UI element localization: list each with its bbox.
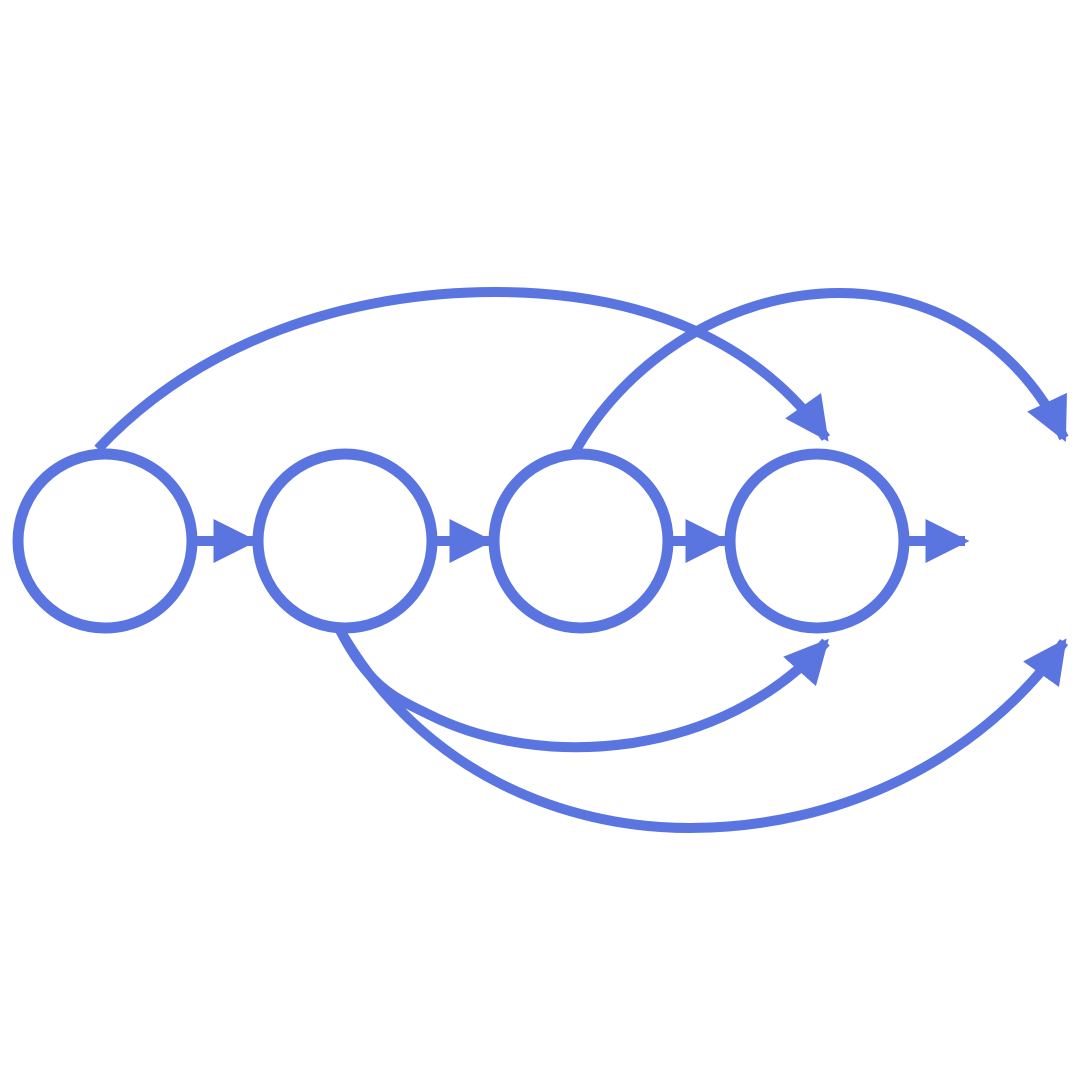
node-4 <box>724 448 910 634</box>
node-3 <box>488 448 674 634</box>
edge-n3-out-arc <box>570 287 1069 455</box>
edge-n2-out-arc <box>335 627 1069 834</box>
edge-n2-n4-arc <box>335 627 830 753</box>
edge-n1-n4-arc <box>94 286 831 453</box>
node-1 <box>12 448 198 634</box>
node-2 <box>252 448 438 634</box>
